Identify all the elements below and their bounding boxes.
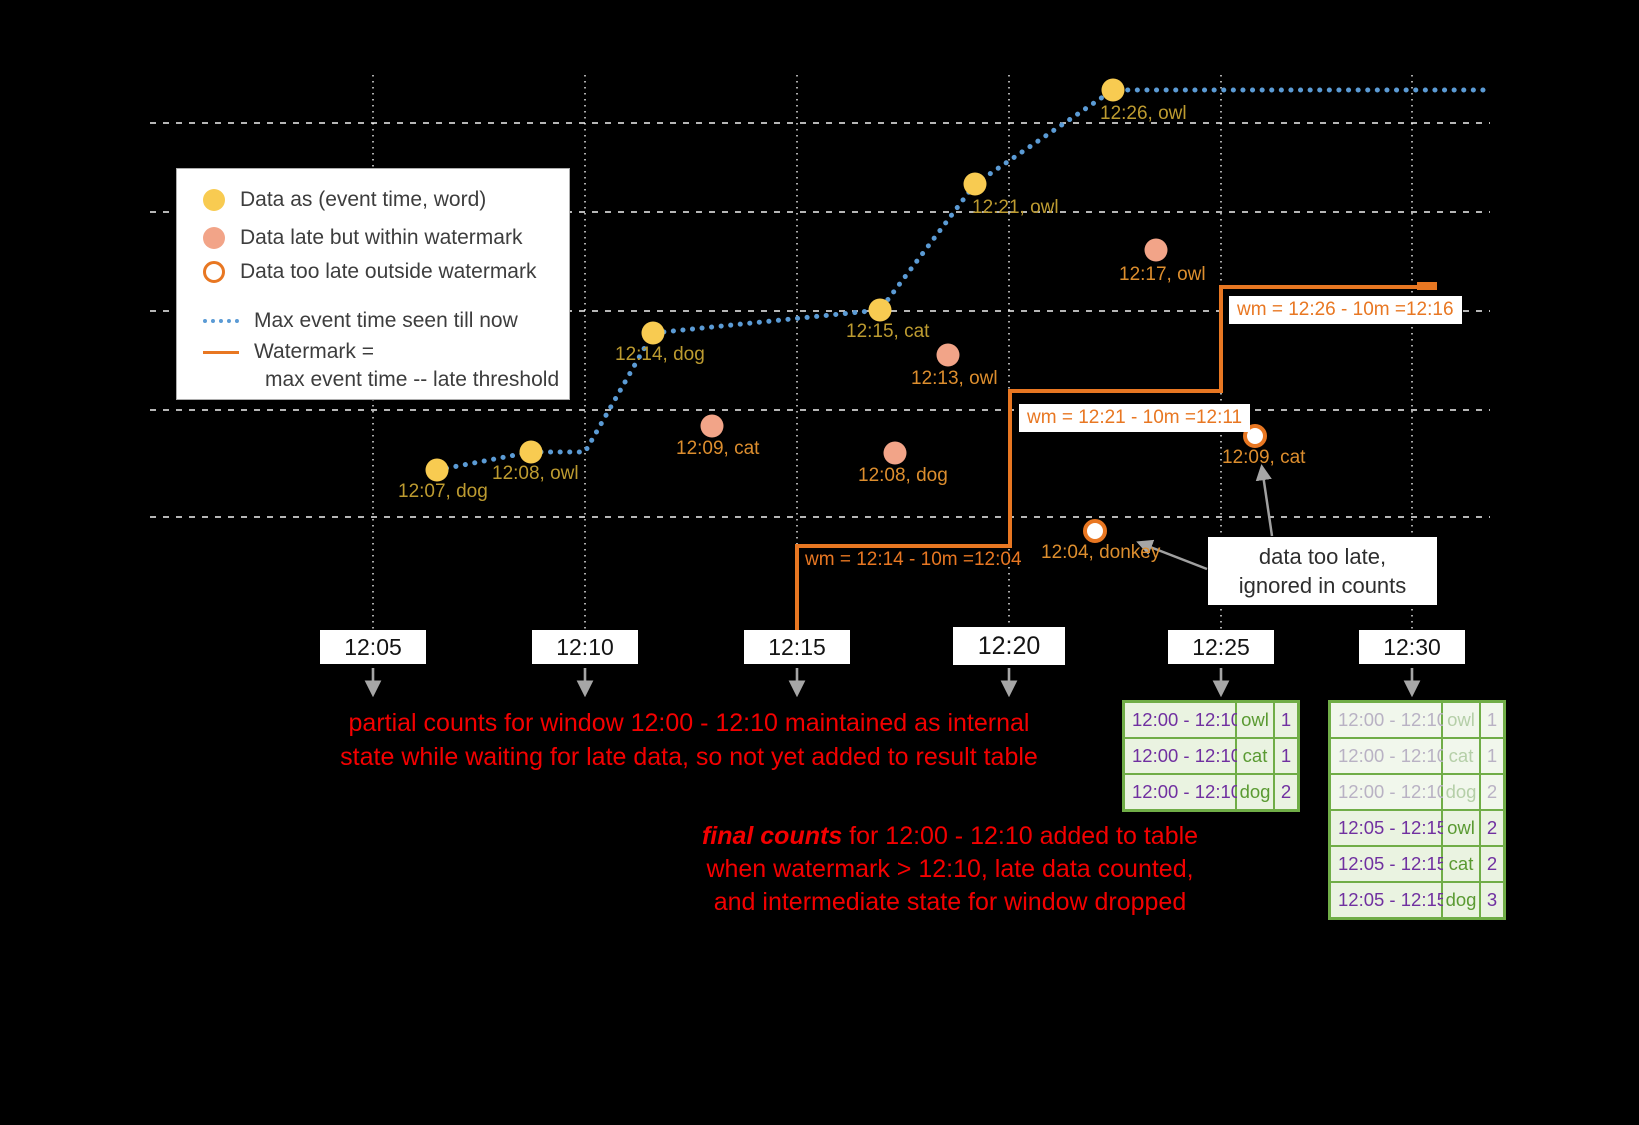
result-table-cell: 2 [1481,847,1503,881]
too-late-note: data too late, ignored in counts [1208,537,1437,605]
data-point-too-late [1243,424,1267,448]
data-point-on-time-label: 12:14, dog [615,344,705,365]
result-table-cell: 12:00 - 12:10 [1331,739,1447,773]
watermark-value-label-1: wm = 12:14 - 10m =12:04 [805,549,1022,570]
result-table-cell: 12:00 - 12:10 [1125,703,1241,737]
data-point-on-time-label: 12:08, owl [492,463,579,484]
data-point-on-time [425,458,449,482]
result-table-cell: owl [1237,703,1273,737]
data-point-too-late [1083,519,1107,543]
result-table-cell: cat [1443,847,1479,881]
too-late-note-line2: ignored in counts [1238,573,1407,598]
axis-tick-12:15: 12:15 [744,630,850,664]
result-table-cell: 12:00 - 12:10 [1331,775,1447,809]
axis-tick-12:30: 12:30 [1359,630,1465,664]
data-point-on-time [519,440,543,464]
legend-label: Data too late outside watermark [240,260,537,283]
data-point-on-time [963,172,987,196]
legend-item-max-event-time: Max event time seen till now [203,307,518,335]
data-point-on-time [868,298,892,322]
data-point-too-late-label: 12:04, donkey [1041,542,1161,563]
data-point-late [1144,238,1168,262]
data-point-on-time-label: 12:26, owl [1100,103,1187,124]
too-late-arrows [1136,463,1274,571]
axis-tick-12:20: 12:20 [953,627,1065,665]
result-table-cell: owl [1443,811,1479,845]
on-time-dot-icon [203,189,225,211]
tick-arrows [364,668,1421,698]
final-counts-lead: final counts [701,822,843,850]
partial-counts-line2: state while waiting for late data, so no… [340,743,1038,771]
result-table-cell: cat [1443,739,1479,773]
legend-item-on-time: Data as (event time, word) [203,186,486,214]
data-point-on-time-label: 12:15, cat [846,321,930,342]
result-table-cell: owl [1443,703,1479,737]
result-table-cell: 12:00 - 12:10 [1331,703,1447,737]
result-table-cell: cat [1237,739,1273,773]
too-late-note-line1: data too late, [1258,544,1387,569]
data-point-late-label: 12:09, cat [676,438,760,459]
axis-tick-12:10: 12:10 [532,630,638,664]
legend-watermark-definition: max event time -- late threshold [265,368,560,391]
arrow-to-too-late-cat [1255,463,1274,537]
data-point-on-time [641,321,665,345]
legend: Data as (event time, word) Data late but… [176,168,570,400]
legend-label: Watermark = [254,340,374,363]
result-table-cell: 12:05 - 12:15 [1331,883,1447,917]
data-point-too-late-label: 12:09, cat [1222,447,1306,468]
result-table-cell: dog [1237,775,1273,809]
result-table-cell: 12:05 - 12:15 [1331,811,1447,845]
data-point-on-time-label: 12:07, dog [398,481,488,502]
legend-item-late: Data late but within watermark [203,224,522,252]
data-point-late-label: 12:13, owl [911,368,998,389]
dotted-line-icon [203,319,239,323]
result-table-cell: 12:05 - 12:15 [1331,847,1447,881]
late-dot-icon [203,227,225,249]
watermark-value-label-3: wm = 12:26 - 10m =12:16 [1229,296,1462,324]
result-table-cell: 2 [1481,775,1503,809]
result-table-cell: 2 [1481,811,1503,845]
result-table-cell: 3 [1481,883,1503,917]
data-point-late-label: 12:17, owl [1119,264,1206,285]
axis-tick-12:25: 12:25 [1168,630,1274,664]
data-point-late [936,343,960,367]
final-counts-annotation: final counts for 12:00 - 12:10 added to … [660,820,1240,919]
watermark-value-label-2: wm = 12:21 - 10m =12:11 [1019,404,1251,432]
data-point-late [883,441,907,465]
data-point-on-time [1101,78,1125,102]
axis-tick-12:05: 12:05 [320,630,426,664]
result-table-cell: 12:00 - 12:10 [1125,775,1241,809]
legend-label: Data as (event time, word) [240,188,487,211]
solid-line-icon [203,350,239,354]
result-table-cell: 1 [1275,703,1297,737]
data-point-on-time-label: 12:21, owl [972,197,1059,218]
partial-counts-annotation: partial counts for window 12:00 - 12:10 … [309,706,1069,774]
arrow-to-too-late-donkey [1136,539,1208,571]
legend-item-too-late: Data too late outside watermark [203,258,536,286]
legend-item-watermark: Watermark = [203,338,374,366]
too-late-ring-icon [203,261,225,283]
data-point-late-label: 12:08, dog [858,465,948,486]
legend-label: Max event time seen till now [254,309,518,332]
result-table-cell: 2 [1275,775,1297,809]
partial-counts-line1: partial counts for window 12:00 - 12:10 … [348,709,1030,737]
result-table-cell: 1 [1275,739,1297,773]
result-table-cell: 12:00 - 12:10 [1125,739,1241,773]
watermark-line [795,285,1437,633]
final-counts-line1: final counts for 12:00 - 12:10 added to … [660,820,1240,853]
data-point-late [700,414,724,438]
final-counts-line2: when watermark > 12:10, late data counte… [706,855,1194,883]
max-event-time-line [434,87,1493,473]
result-table-cell: 1 [1481,703,1503,737]
result-table-cell: 1 [1481,739,1503,773]
result-table-cell: dog [1443,883,1479,917]
legend-label: Data late but within watermark [240,226,523,249]
final-counts-line1-rest: for 12:00 - 12:10 added to table [842,822,1199,850]
final-counts-line3: and intermediate state for window droppe… [713,888,1187,916]
result-table-cell: dog [1443,775,1479,809]
